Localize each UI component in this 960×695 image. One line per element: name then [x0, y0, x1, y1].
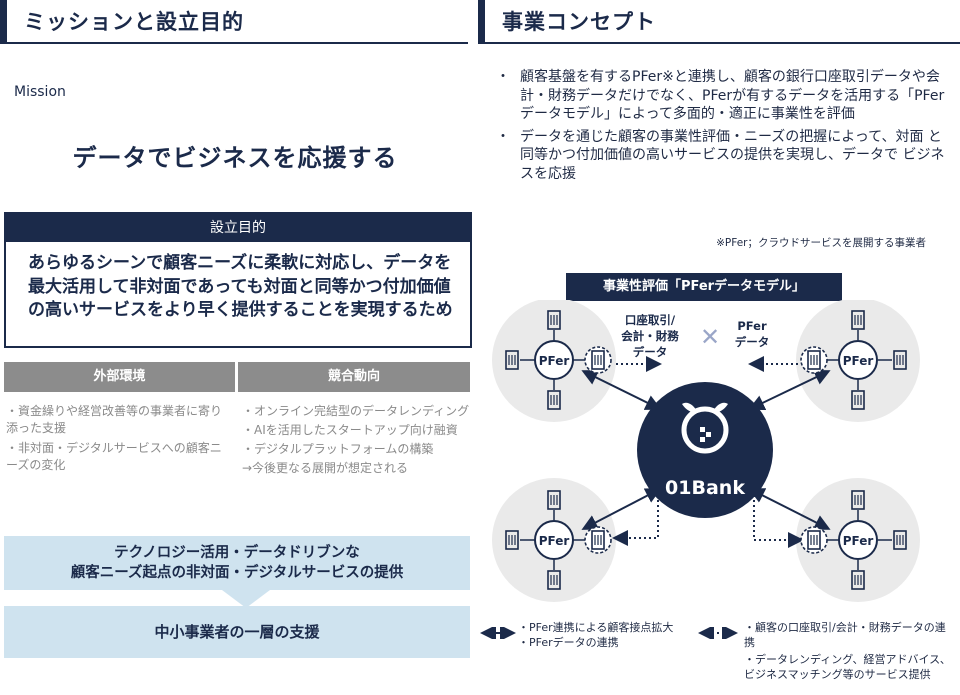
- highlighted-building-icon: [573, 346, 612, 374]
- pfer-node-bottom-left: PFer: [534, 520, 574, 560]
- bullet-text: 顧客基盤を有するPFer※と連携し、顧客の銀行口座取引データや会計・財務データだ…: [520, 69, 945, 122]
- building-icon: [878, 350, 907, 370]
- model-title: 事業性評価「PFerデータモデル」: [566, 273, 842, 301]
- purpose-box: 設立目的 あらゆるシーンで顧客ニーズに柔軟に対応し、データを 最大活用して非対面…: [4, 212, 472, 348]
- legend-item: ・データレンディング、経営アドバイス､ビジネスマッチング等のサービス提供: [744, 653, 946, 681]
- bullet-dot: ・: [496, 69, 510, 85]
- pfer-node-label: PFer: [843, 354, 874, 368]
- concept-section-title: 事業コンセプト: [502, 10, 656, 34]
- list-item: →今後更なる展開が想定される: [242, 461, 409, 475]
- concept-bullet-list: ・ 顧客基盤を有するPFer※と連携し、顧客の銀行口座取引データや会計・財務デー…: [494, 68, 950, 185]
- pfer-node-top-right: PFer: [838, 340, 878, 380]
- building-icon: [547, 310, 561, 340]
- header-accent-bar: [0, 0, 7, 42]
- mission-statement: データでビジネスを応援する: [72, 144, 398, 172]
- purpose-title: 設立目的: [6, 214, 470, 242]
- data-label-data: データ: [633, 345, 668, 359]
- list-item: ・ 顧客基盤を有するPFer※と連携し、顧客の銀行口座取引データや会計・財務デー…: [494, 68, 950, 124]
- building-icon: [851, 560, 865, 590]
- bullet-dot: ・: [496, 128, 510, 145]
- building-icon: [851, 490, 865, 520]
- pfer-node-top-left: PFer: [534, 340, 574, 380]
- highlighted-building-icon: [800, 526, 839, 554]
- legend-solid-arrow-icon: [480, 627, 516, 639]
- legend-dotted-items: ・顧客の口座取引/会計・財務データの連携 ・データレンディング、経営アドバイス､…: [744, 620, 954, 682]
- solid-arrow: [581, 370, 662, 410]
- solid-arrow: [748, 369, 831, 411]
- list-item: ・資金繰りや経営改善等の事業者に寄り添った支援: [6, 404, 223, 435]
- list-item: ・AIを活用したスタートアップ向け融資: [242, 423, 458, 437]
- competition-list: ・オンライン完結型のデータレンディング ・AIを活用したスタートアップ向け融資 …: [242, 403, 470, 477]
- list-item: ・デジタルプラットフォームの構築: [242, 442, 434, 456]
- pfer-node-label: PFer: [539, 534, 570, 548]
- pfer-footnote: ※PFer；クラウドサービスを展開する事業者: [716, 237, 926, 249]
- highlighted-building-icon: [800, 346, 839, 374]
- cross-icon: ✕: [700, 323, 720, 351]
- data-label-pfer: PFer: [737, 319, 767, 333]
- technology-line-2: 顧客ニーズ起点の非対面・デジタルサービスの提供: [70, 565, 404, 581]
- list-item: ・ データを通じた顧客の事業性評価・ニーズの把握によって、対面 と同等かつ付加価…: [494, 128, 950, 184]
- mission-section-title: ミッションと設立目的: [24, 10, 244, 34]
- building-icon: [851, 310, 865, 340]
- pfer-node-label: PFer: [843, 534, 874, 548]
- building-icon: [547, 380, 561, 410]
- building-icon: [878, 530, 907, 550]
- data-label-account: 口座取引/: [625, 313, 676, 327]
- data-label-pfer-data: データ: [735, 335, 770, 349]
- solid-arrow: [748, 488, 831, 530]
- building-icon: [505, 350, 535, 370]
- list-item: ・非対面・デジタルサービスへの顧客ニーズの変化: [6, 441, 222, 472]
- support-box: 中小事業者の一層の支援: [4, 606, 470, 658]
- dotted-arrow: [612, 450, 659, 546]
- legend-solid-items: ・PFer連携による顧客接点拡大 ・PFerデータの連携: [518, 620, 698, 650]
- data-label-accounting: 会計・財務: [620, 329, 679, 343]
- highlighted-building-icon: [573, 526, 612, 554]
- legend-dotted-arrow-icon: [698, 627, 738, 639]
- pfer-data-model-diagram: 01Bank PFer PFer PFer PFer 口座取引/ 会計・財務 デ…: [492, 300, 920, 602]
- mission-section-header: ミッションと設立目的: [0, 0, 468, 44]
- building-icon: [851, 380, 865, 410]
- building-icon: [505, 530, 535, 550]
- technology-box: テクノロジー活用・データドリブンな 顧客ニーズ起点の非対面・デジタルサービスの提…: [4, 536, 470, 590]
- external-environment-list: ・資金繰りや経営改善等の事業者に寄り添った支援 ・非対面・デジタルサービスへの顧…: [6, 403, 232, 474]
- pfer-node-label: PFer: [539, 354, 570, 368]
- competition-header: 競合動向: [238, 362, 470, 392]
- solid-arrow: [581, 488, 662, 530]
- legend-item: ・PFer連携による顧客接点拡大: [518, 621, 674, 634]
- pfer-node-bottom-right: PFer: [838, 520, 878, 560]
- building-icon: [547, 490, 561, 520]
- bullet-text: データを通じた顧客の事業性評価・ニーズの把握によって、対面 と同等かつ付加価値の…: [520, 128, 945, 182]
- bank-logo-icon: [681, 402, 729, 454]
- mission-label: Mission: [14, 84, 66, 100]
- building-icon: [547, 560, 561, 590]
- technology-line-1: テクノロジー活用・データドリブンな: [114, 545, 360, 561]
- header-accent-bar: [478, 0, 485, 42]
- list-item: ・オンライン完結型のデータレンディング: [242, 404, 470, 418]
- concept-section-header: 事業コンセプト: [478, 0, 960, 44]
- legend-item: ・顧客の口座取引/会計・財務データの連携: [744, 621, 946, 649]
- down-arrow-icon: [222, 590, 270, 608]
- bank-name: 01Bank: [665, 477, 745, 499]
- external-environment-header: 外部環境: [4, 362, 235, 392]
- purpose-body: あらゆるシーンで顧客ニーズに柔軟に対応し、データを 最大活用して非対面であっても…: [28, 253, 453, 320]
- legend-item: ・PFerデータの連携: [518, 636, 619, 649]
